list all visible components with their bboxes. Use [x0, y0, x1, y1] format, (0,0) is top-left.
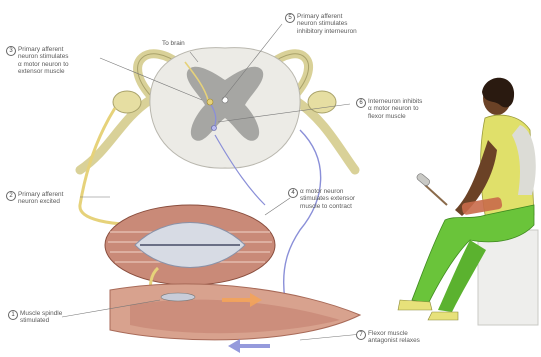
callout-3-number: 3 — [6, 46, 16, 56]
interneuron-cell-body — [212, 126, 217, 131]
callout-1-text: Muscle spindle stimulated — [20, 310, 62, 325]
sensory-pathway — [80, 108, 150, 225]
dorsal-root-ganglion-left — [113, 91, 141, 113]
spindle-in-muscle — [161, 293, 195, 301]
callout-2-number: 2 — [6, 191, 16, 201]
shoe-left — [398, 300, 432, 310]
motor-neuron-cell-body — [207, 99, 213, 105]
callout-7-number: 7 — [356, 330, 366, 340]
dorsal-root-ganglion-right — [308, 91, 336, 113]
callout-6-number: 6 — [356, 98, 366, 108]
callout-5-text: Primary afferent neuron stimulates inhib… — [297, 13, 357, 35]
callout-2-text: Primary afferent neuron excited — [18, 191, 63, 206]
flexor-relax-arrow — [228, 339, 270, 353]
to-brain-label: To brain — [162, 40, 185, 47]
callout-5-number: 5 — [285, 13, 295, 23]
callout-4-text: α motor neuron stimulates extensor muscl… — [300, 188, 355, 210]
motor-pathway — [284, 130, 321, 300]
callout-6-text: Interneuron inhibits α motor neuron to f… — [368, 98, 422, 120]
shoe-right — [428, 312, 458, 320]
central-canal — [222, 97, 228, 103]
callout-3-text: Primary afferent neuron stimulates α mot… — [18, 46, 69, 76]
stool — [478, 230, 538, 325]
callout-7-text: Flexor muscle antagonist relaxes — [368, 330, 420, 345]
callout-4-number: 4 — [288, 188, 298, 198]
callout-1-number: 1 — [8, 310, 18, 320]
reflex-hammer — [416, 172, 447, 205]
